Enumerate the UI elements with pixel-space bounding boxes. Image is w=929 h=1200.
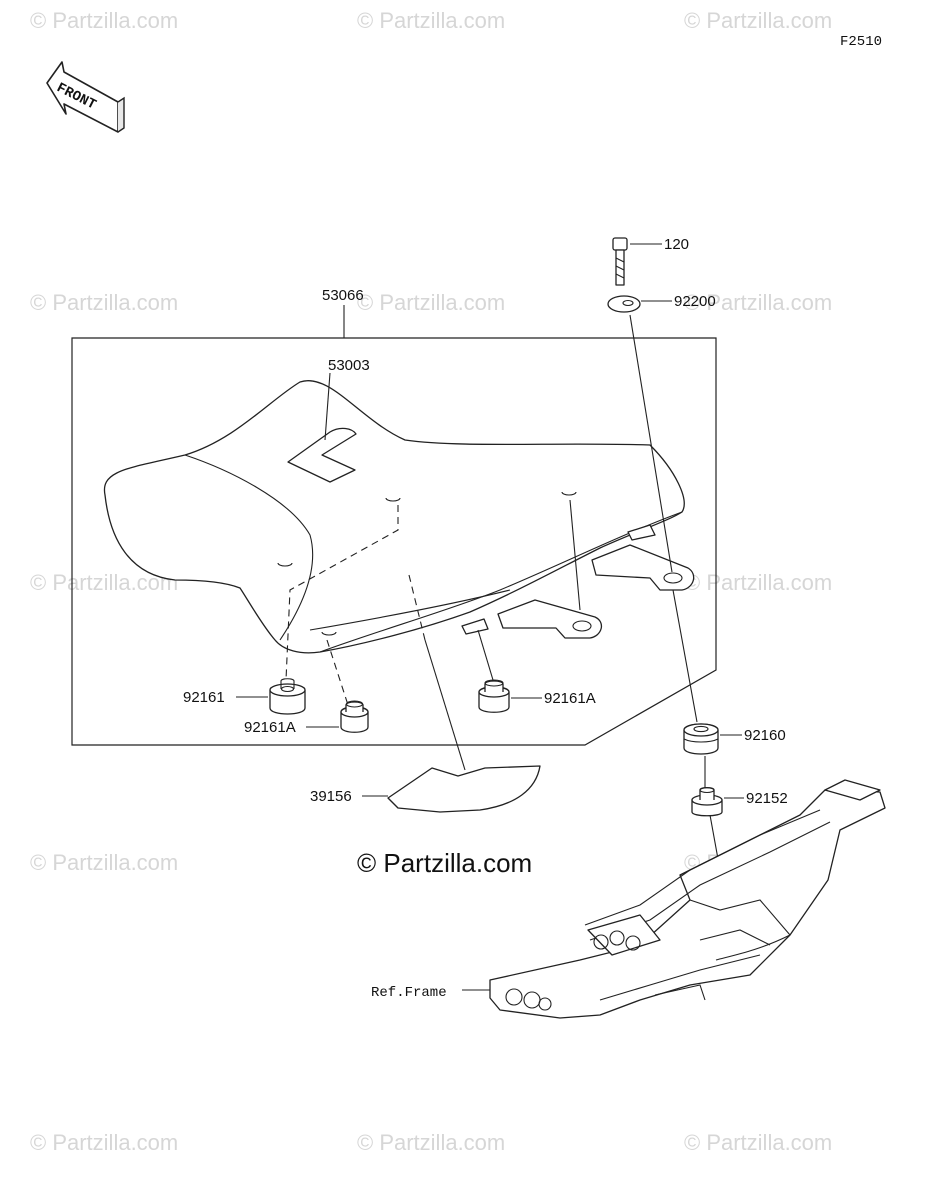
copyright-notice: © Partzilla.com (357, 848, 532, 878)
watermark: © Partzilla.com (684, 570, 832, 595)
pad-39156 (387, 765, 541, 813)
callout-92161a-left: 92161A (244, 719, 296, 736)
callout-53003: 53003 (328, 357, 370, 374)
watermark: © Partzilla.com (30, 8, 178, 33)
damper-92161a-right (478, 679, 510, 713)
seat-cushion (103, 372, 695, 654)
callout-92161: 92161 (183, 689, 225, 706)
figure-code: F2510 (840, 34, 882, 50)
callout-39156: 39156 (310, 788, 352, 805)
front-arrow-icon: FRONT (46, 61, 125, 133)
damper-92161 (269, 678, 306, 715)
collar-92152 (691, 786, 723, 817)
watermark: © Partzilla.com (30, 850, 178, 875)
washer-part (607, 295, 641, 313)
callout-92200: 92200 (674, 293, 716, 310)
callout-53066: 53066 (322, 287, 364, 304)
callout-92152: 92152 (746, 790, 788, 807)
watermark: © Partzilla.com (30, 1130, 178, 1155)
callout-120: 120 (664, 236, 689, 253)
watermark: © Partzilla.com (357, 290, 505, 315)
callout-92160: 92160 (744, 727, 786, 744)
callout-92161a-right: 92161A (544, 690, 596, 707)
frame-reference (489, 779, 886, 1019)
watermark: © Partzilla.com (30, 290, 178, 315)
watermark: © Partzilla.com (684, 290, 832, 315)
watermark: © Partzilla.com (684, 8, 832, 33)
damper-92160 (683, 723, 719, 755)
callout-ref-frame: Ref.Frame (371, 985, 447, 1001)
assembly-frame (71, 337, 717, 746)
watermark: © Partzilla.com (684, 1130, 832, 1155)
bolt-part (612, 237, 628, 286)
watermark: © Partzilla.com (357, 1130, 505, 1155)
damper-92161a-left (340, 700, 369, 733)
watermark: © Partzilla.com (357, 8, 505, 33)
